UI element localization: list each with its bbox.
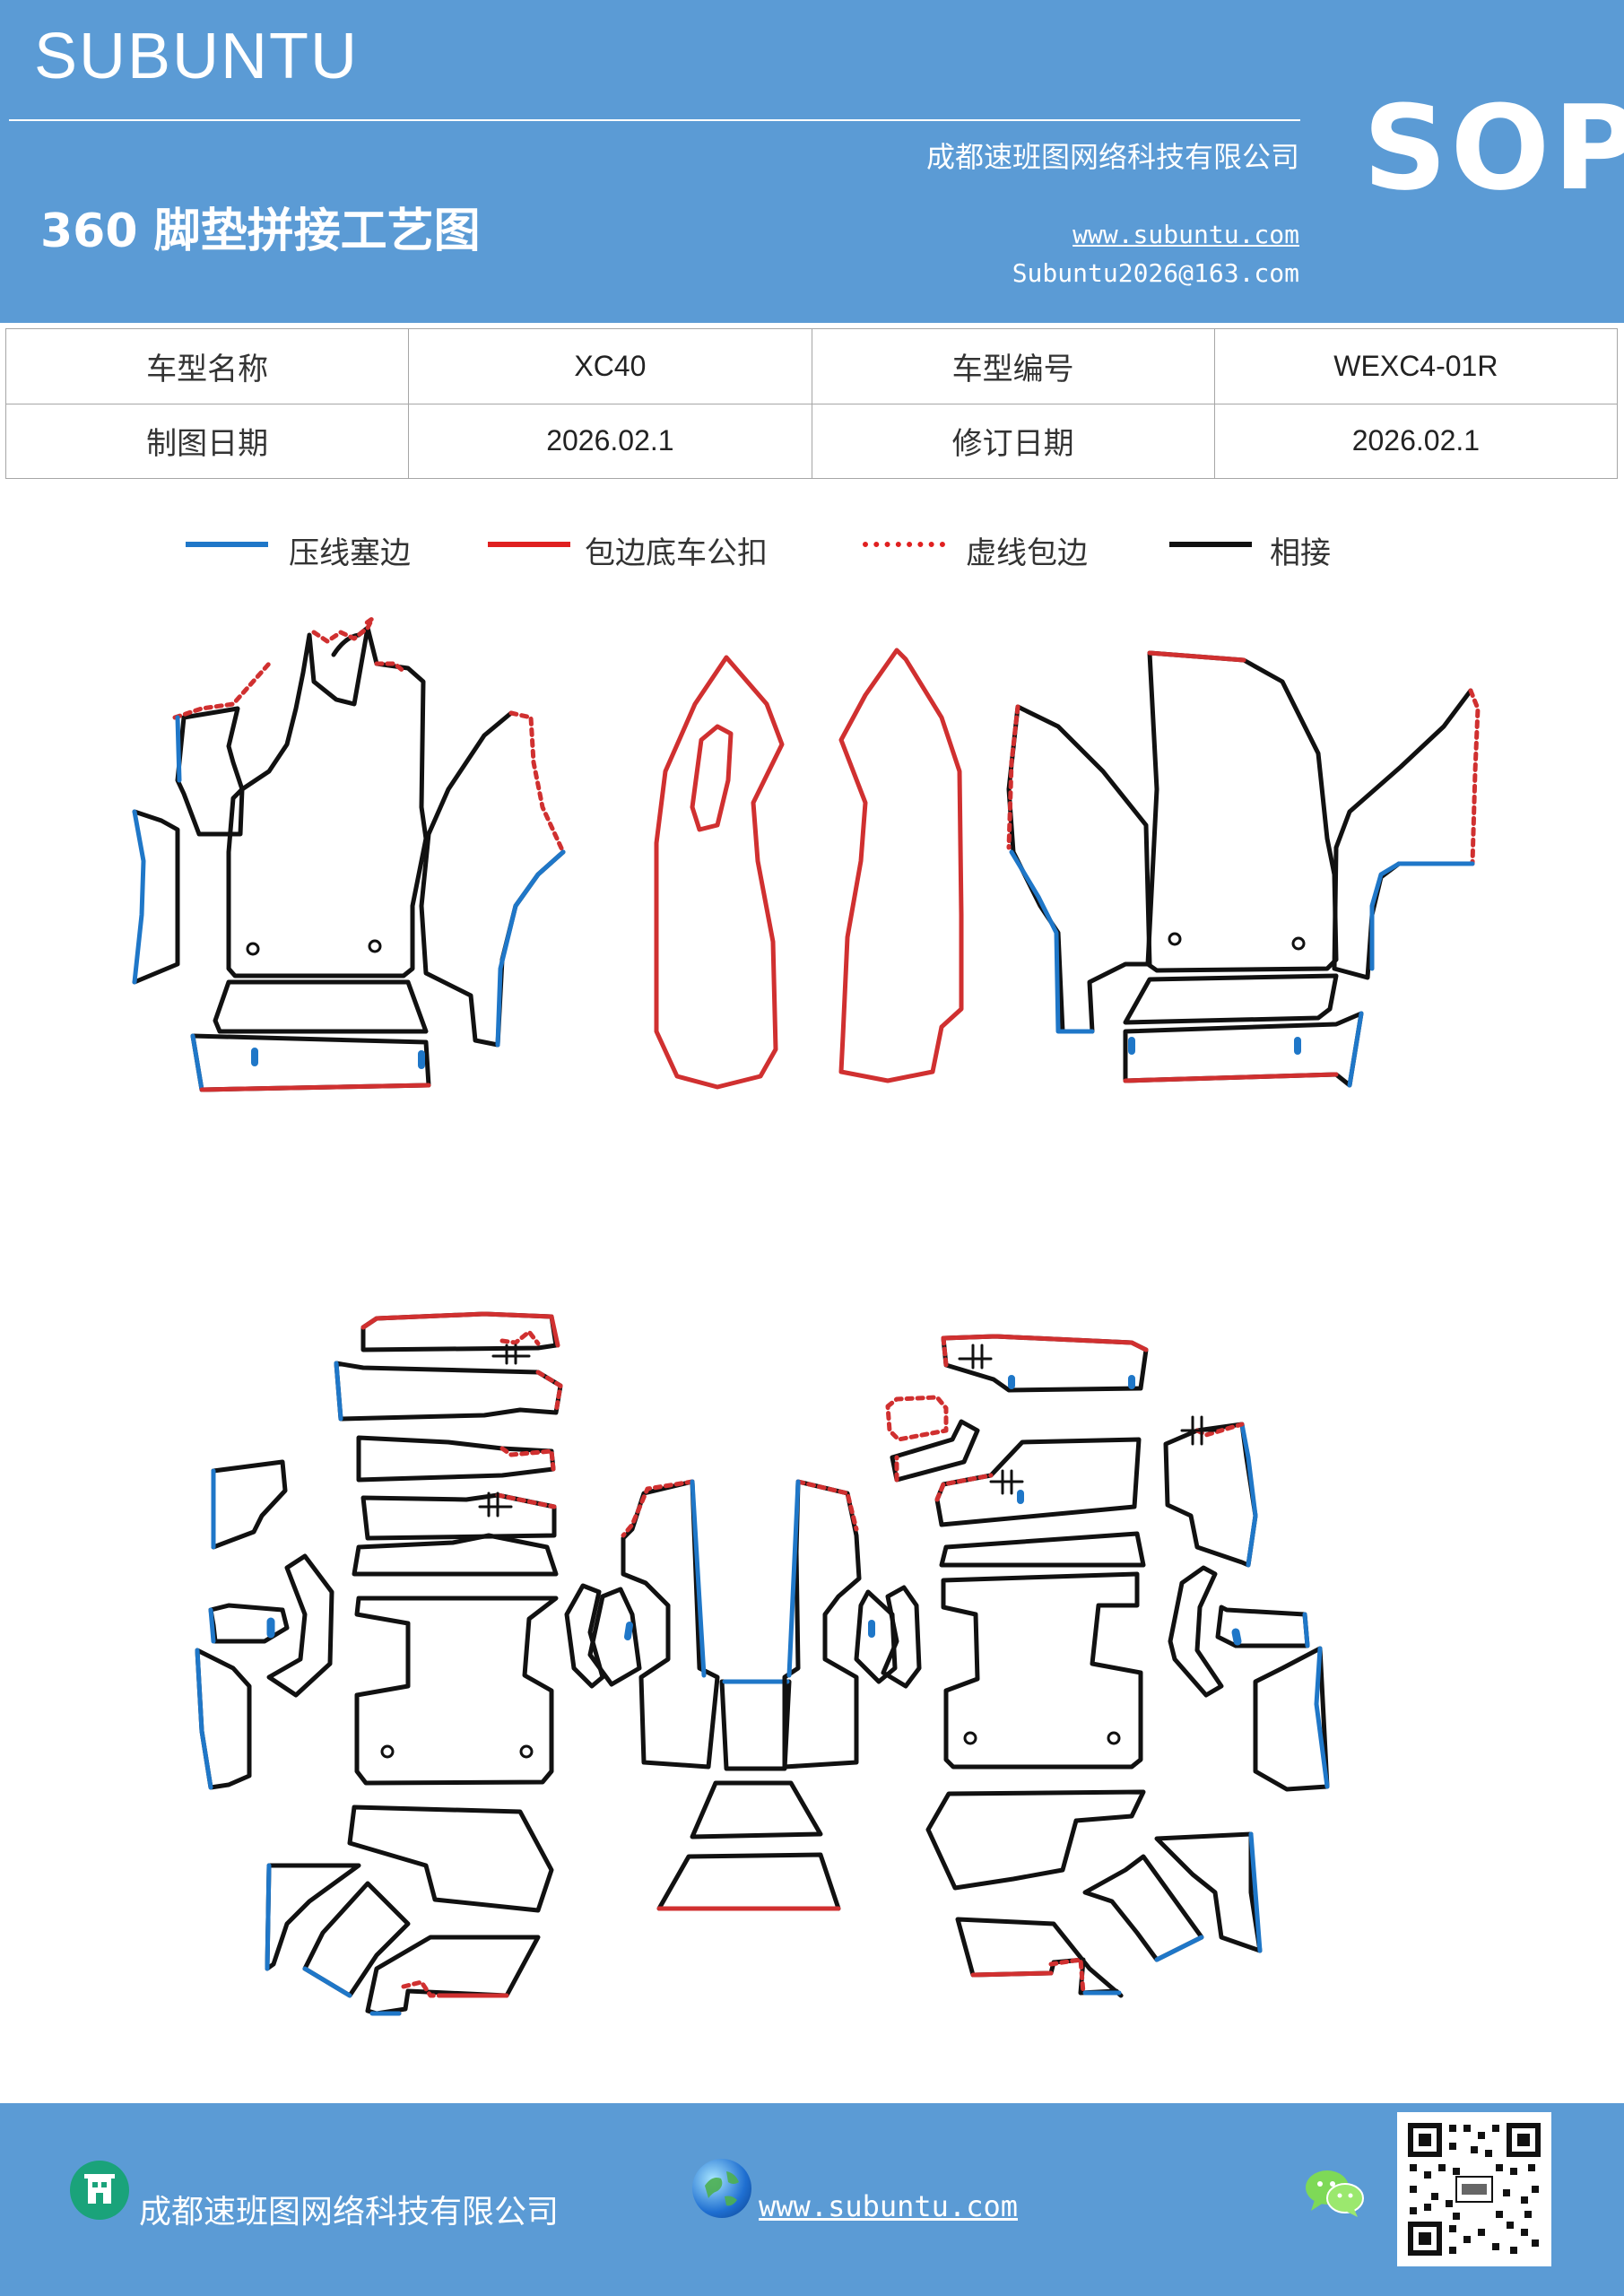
mat-center-sill-left — [654, 655, 785, 1090]
model-code-value: WEXC4-01R — [1213, 328, 1619, 404]
document-title: 360 脚垫拼接工艺图 — [40, 204, 481, 258]
mat-rear-left-side-pieces — [195, 1459, 334, 1790]
legend-label: 压线塞边 — [289, 535, 411, 571]
mat-center-tunnel — [564, 1479, 922, 1911]
mat-left-wing — [419, 710, 566, 1048]
table-row: 制图日期 2026.02.1 修订日期 2026.02.1 — [4, 403, 1619, 479]
legend-label: 虚线包边 — [966, 535, 1088, 571]
mat-front-right — [1145, 650, 1339, 973]
legend-label: 相接 — [1270, 535, 1331, 571]
mat-rear-right-side-pieces — [1163, 1415, 1330, 1792]
mat-rear-left-main — [354, 1596, 559, 1786]
mat-center-sill-right — [838, 648, 964, 1083]
draw-date-value: 2026.02.1 — [408, 403, 812, 479]
line-legend: 压线塞边 包边底车公扣 虚线包边 相接 — [0, 525, 1624, 571]
building-icon — [70, 2161, 129, 2220]
contact-email[interactable]: Subuntu2026@163.com — [1012, 258, 1299, 288]
legend-swatch — [186, 542, 268, 547]
globe-icon — [692, 2159, 751, 2218]
legend-swatch — [1169, 542, 1252, 547]
header-divider — [9, 119, 1300, 121]
website-link[interactable]: www.subuntu.com — [1073, 220, 1299, 249]
mat-front-left — [226, 616, 429, 978]
mat-rear-right-top-strips — [885, 1334, 1149, 1568]
floor-mat-diagram — [132, 616, 1481, 2016]
brand-logo-text: SUBUNTU — [34, 21, 360, 92]
mat-left-lower-strips — [190, 979, 431, 1092]
legend-swatch — [488, 542, 570, 547]
legend-swatch — [863, 542, 945, 547]
mat-rear-left-top-strips — [334, 1311, 563, 1577]
revision-date-label: 修订日期 — [811, 403, 1215, 479]
sop-badge: SOP — [1363, 80, 1624, 216]
mat-right-lower-strips — [1123, 973, 1364, 1088]
legend-label: 包边底车公扣 — [585, 535, 768, 571]
model-code-label: 车型编号 — [811, 328, 1215, 404]
company-name: 成都速班图网络科技有限公司 — [925, 140, 1299, 174]
mat-rear-left-lower — [265, 1805, 554, 2016]
qr-code[interactable] — [1397, 2112, 1551, 2266]
draw-date-label: 制图日期 — [4, 403, 410, 479]
mat-right-wing — [1006, 704, 1152, 1034]
footer-company-name: 成都速班图网络科技有限公司 — [139, 2194, 560, 2231]
model-name-value: XC40 — [408, 328, 812, 404]
footer-website-link[interactable]: www.subuntu.com — [759, 2189, 1018, 2223]
mat-right-outer — [1332, 688, 1481, 980]
footer-banner: 成都速班图网络科技有限公司 www.subuntu.com — [0, 2103, 1624, 2296]
table-row: 车型名称 XC40 车型编号 WEXC4-01R — [4, 328, 1619, 404]
vehicle-info-table: 车型名称 XC40 车型编号 WEXC4-01R 制图日期 2026.02.1 … — [4, 328, 1619, 479]
wechat-icon[interactable] — [1302, 2166, 1367, 2220]
mat-rear-right-lower — [925, 1789, 1263, 1998]
mat-rear-right-main — [941, 1571, 1143, 1770]
model-name-label: 车型名称 — [4, 328, 410, 404]
header-banner: SUBUNTU 成都速班图网络科技有限公司 360 脚垫拼接工艺图 www.su… — [0, 0, 1624, 323]
revision-date-value: 2026.02.1 — [1213, 403, 1619, 479]
mat-left-side — [132, 661, 272, 985]
